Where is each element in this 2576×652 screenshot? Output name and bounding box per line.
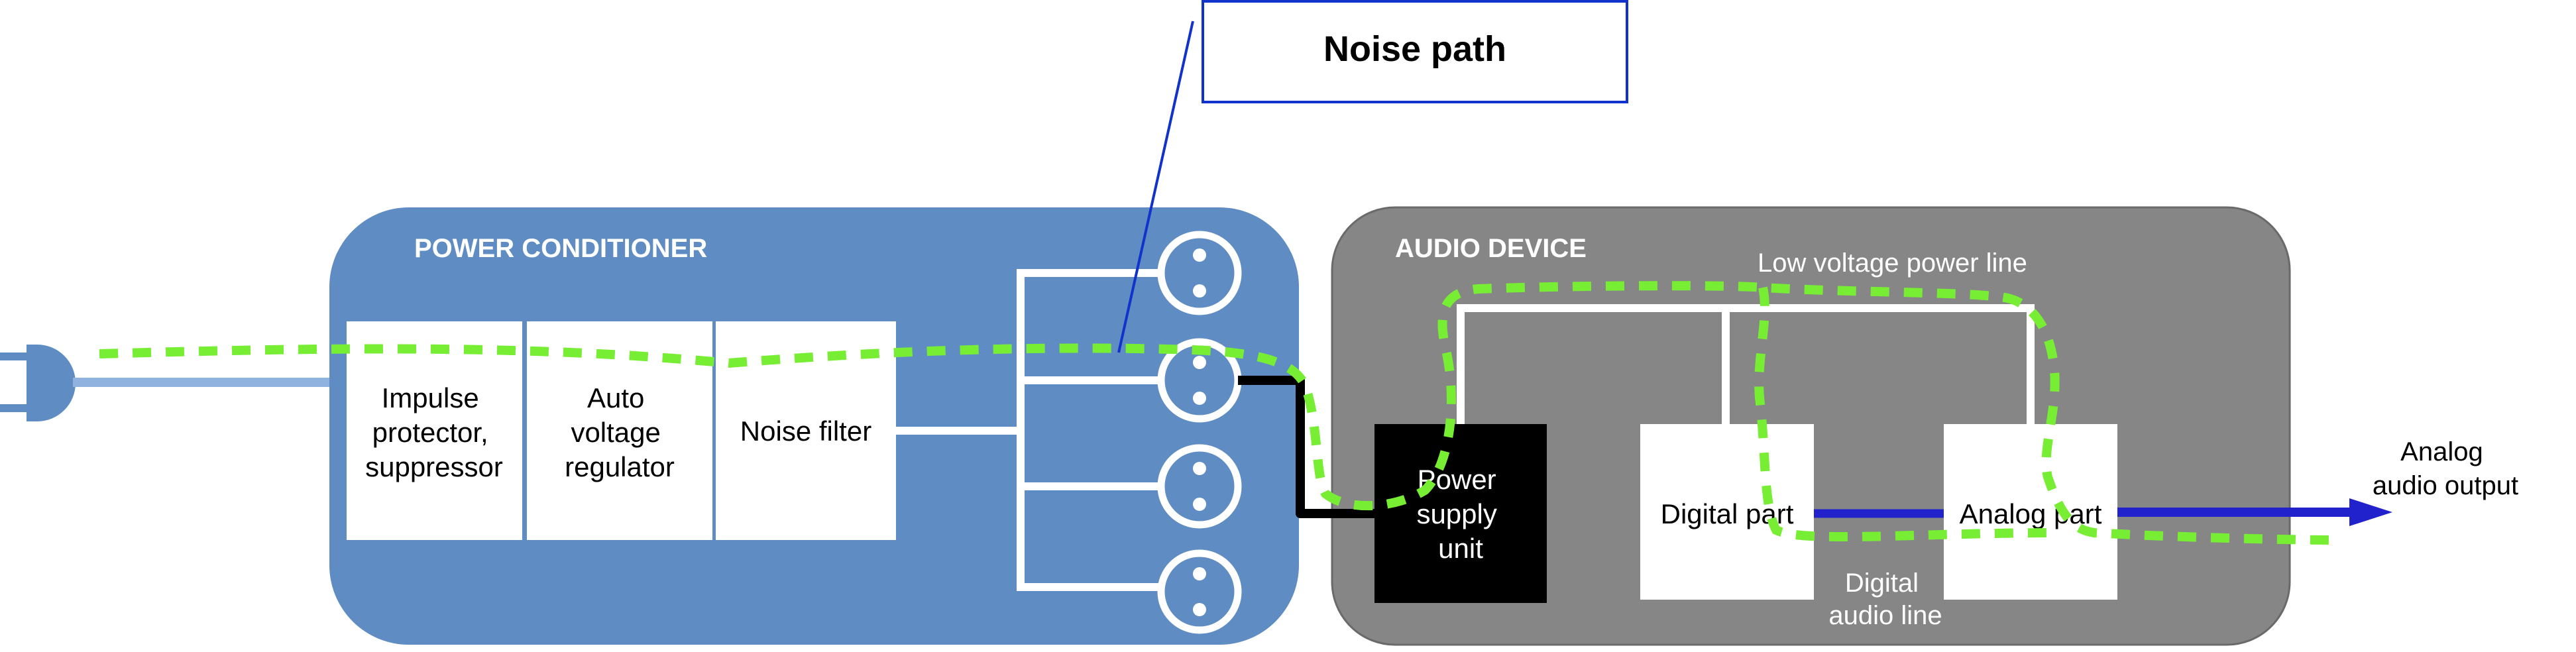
digital-audio-line-label-1: Digital [1845,569,1919,598]
outlet-wiring [896,269,1166,591]
noise-path-line [99,281,2333,545]
power-plug-icon [0,345,76,421]
impulse-protector-line-2: protector, [372,417,488,448]
psu-line-2: supply [1416,498,1496,529]
impulse-protector-block: Impulse protector, suppressor [347,321,522,540]
analog-output-line-2: audio output [2373,471,2518,500]
svg-text:Impulse protector,: Impulse protector, suppressor [365,382,503,482]
power-supply-unit: Power supply unit [1374,424,1547,603]
impulse-protector-line-1: Impulse [382,382,479,413]
auto-voltage-regulator-block: Auto voltage regulator [527,321,712,540]
low-voltage-power-line-label: Low voltage power line [1758,248,2027,278]
digital-audio-line-label: Digital audio line [1828,569,1942,630]
avr-line-2: voltage [571,417,660,448]
psu-line-3: unit [1438,533,1483,564]
analog-part-label: Analog part [1960,498,2102,529]
power-cable [1238,376,1375,518]
power-conditioner-label: POWER CONDITIONER [414,234,707,263]
power-cord [73,378,331,387]
analog-part: Analog part [1944,424,2117,600]
outlet-icon [1157,231,1242,315]
outlet-icon [1157,338,1242,423]
callout-line [1117,21,1194,353]
analog-audio-output-label: Analog audio output [2373,437,2518,500]
avr-line-1: Auto [587,382,644,413]
svg-text:Auto voltage regul: Auto voltage regulator [565,382,675,482]
noise-filter-line-1: Noise filter [740,415,871,447]
analog-output-arrow-icon [2117,498,2392,526]
svg-text:Power supply unit: Power supply unit [1416,464,1504,564]
outlet-icon [1157,549,1242,634]
noise-path-title: Noise path [1323,29,1506,69]
svg-text:Noise filter: Noise filter [740,415,871,447]
analog-output-line-1: Analog [2400,437,2483,466]
avr-line-3: regulator [565,451,675,482]
outlet-icon [1157,444,1242,529]
digital-part: Digital part [1640,424,1814,600]
audio-device-label: AUDIO DEVICE [1395,234,1587,263]
noise-path-title-box: Noise path [1202,0,1628,103]
low-voltage-power-line [1457,304,2035,424]
impulse-protector-line-3: suppressor [365,451,503,482]
digital-audio-line-label-2: audio line [1828,601,1942,630]
